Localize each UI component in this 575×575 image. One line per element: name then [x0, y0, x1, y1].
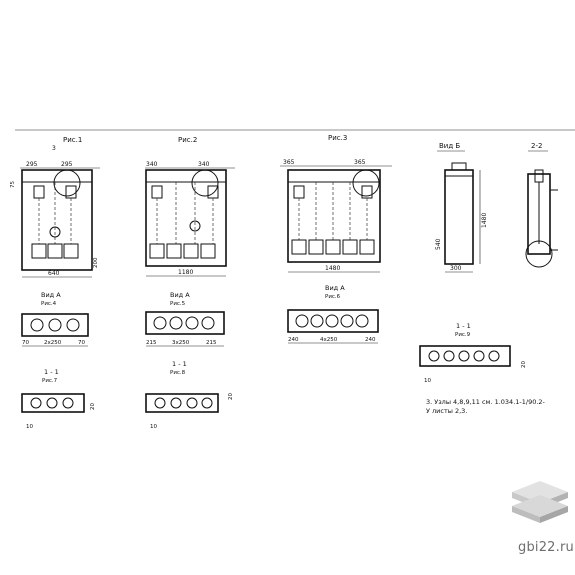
sec1-dim-h: 20: [90, 403, 96, 410]
view-a1-ref: Рис.4: [41, 301, 57, 307]
view-b: Вид Б 300 540 1480: [435, 142, 488, 273]
view-a1-title: Вид А: [41, 291, 61, 299]
view-a2-ref: Рис.5: [170, 301, 186, 307]
a3-dim-mid: 4x250: [320, 337, 338, 343]
fig1-dim-top-mid: 3: [52, 145, 56, 152]
sec3-dim-h: 20: [521, 361, 527, 368]
fig2-dim-top-right: 340: [198, 161, 210, 168]
view-a-2: Вид А Рис.5 215 3x250 215: [145, 291, 225, 347]
sec2-dim-h: 20: [228, 393, 234, 400]
a2-dim-mid: 3x250: [172, 340, 190, 346]
sec1-title: 1 - 1: [44, 368, 59, 376]
figure-2: Рис.2 340 340 1180: [145, 136, 235, 277]
sec3-title: 1 - 1: [456, 322, 471, 330]
section-1-1-fig8: 1 - 1 Рис.8 10 20: [145, 360, 234, 430]
view-a2-title: Вид А: [170, 291, 190, 299]
view-a-3: Вид А Рис.6 240 4x250 240: [287, 284, 379, 344]
sec2-dim-side: 10: [150, 424, 157, 430]
view-a3-ref: Рис.6: [325, 294, 341, 300]
sec3-ref: Рис.9: [455, 332, 471, 338]
sec2-title: 1 - 1: [172, 360, 187, 368]
sec2-ref: Рис.8: [170, 370, 186, 376]
figure-1: Рис.1 295 3 295 640 75 200: [10, 129, 575, 278]
a1-dim-left: 70: [22, 340, 29, 346]
fig2-title: Рис.2: [178, 136, 197, 144]
sec3-dim-side: 10: [424, 378, 431, 384]
sec1-dim-side: 10: [26, 424, 33, 430]
section-1-1-fig7: 1 - 1 Рис.7 10 20: [21, 368, 96, 430]
view-b-dim-width: 300: [450, 265, 462, 272]
fig3-dim-top-left: 365: [283, 159, 295, 166]
a3-dim-left: 240: [288, 337, 299, 343]
fig1-dim-top-left: 295: [26, 161, 38, 168]
sec1-ref: Рис.7: [42, 378, 58, 384]
stacked-slabs-logo: [512, 481, 568, 523]
view-b-dim-h1: 540: [435, 238, 442, 250]
fig2-dim-top-left: 340: [146, 161, 158, 168]
fig1-dim-top-right: 295: [61, 161, 73, 168]
section-22-title: 2-2: [531, 142, 542, 150]
section-2-2: 2-2: [525, 142, 558, 268]
a3-dim-right: 240: [365, 337, 376, 343]
brand-text[interactable]: gbi22.ru: [518, 540, 574, 555]
fig3-dim-width: 1480: [325, 265, 340, 272]
fig3-dim-top-right: 365: [354, 159, 366, 166]
view-a3-title: Вид А: [325, 284, 345, 292]
view-b-title: Вид Б: [439, 142, 460, 150]
section-1-1-fig9: 1 - 1 Рис.9 10 20: [419, 322, 527, 384]
view-b-dim-h2: 1480: [481, 213, 488, 228]
fig1-dim-width: 640: [48, 270, 60, 277]
a1-dim-mid: 2x250: [44, 340, 62, 346]
fig1-dim-side: 75: [10, 181, 16, 188]
a2-dim-right: 215: [206, 340, 217, 346]
fig3-title: Рис.3: [328, 134, 347, 142]
figure-3: Рис.3 365 365 1480: [280, 134, 392, 273]
view-a-1: Вид А Рис.4 70 2x250 70: [21, 291, 89, 347]
fig2-dim-width: 1180: [178, 269, 193, 276]
a2-dim-left: 215: [146, 340, 157, 346]
fig1-title: Рис.1: [63, 136, 82, 144]
fig1-dim-bottom: 200: [93, 257, 99, 268]
assembly-note: 3. Узлы 4,8,9,11 см. 1.034.1-1/90.2-У ли…: [426, 398, 545, 415]
a1-dim-right: 70: [78, 340, 85, 346]
